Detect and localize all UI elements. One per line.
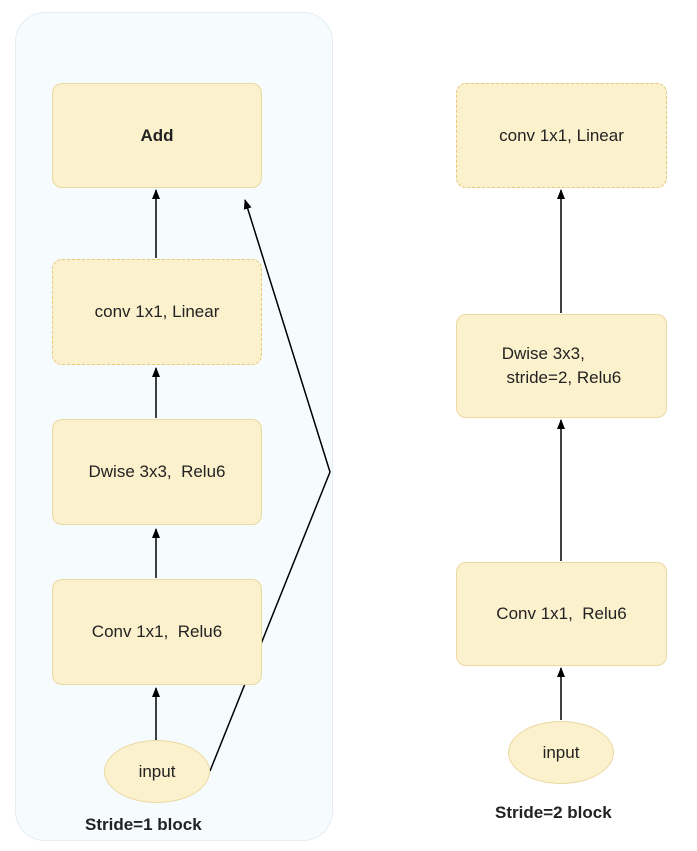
stride1-caption: Stride=1 block bbox=[85, 815, 202, 834]
stride2-conv1x1-linear-label: conv 1x1, Linear bbox=[499, 125, 624, 145]
conv1x1-relu6-label: Conv 1x1, Relu6 bbox=[91, 622, 223, 641]
stride2-conv1x1-relu6-node: Conv 1x1, Relu6 bbox=[456, 562, 667, 666]
stride2-dwise3x3-label: Dwise 3x3, stride=2, Relu6 bbox=[501, 344, 622, 387]
stride2-dwise3x3-node: Dwise 3x3, stride=2, Relu6 bbox=[456, 314, 667, 418]
dwise3x3-relu6-node: Dwise 3x3, Relu6 bbox=[52, 419, 262, 525]
dwise3x3-relu6-label: Dwise 3x3, Relu6 bbox=[88, 462, 226, 481]
conv1x1-linear-label: conv 1x1, Linear bbox=[94, 302, 220, 321]
stride2-conv1x1-relu6-label: Conv 1x1, Relu6 bbox=[496, 604, 627, 623]
stride2-input-node: input bbox=[508, 721, 614, 784]
input-node-label: input bbox=[138, 761, 176, 781]
stride2-input-node-label: input bbox=[542, 742, 580, 762]
add-node-label: Add bbox=[140, 125, 174, 145]
add-node: Add bbox=[52, 83, 262, 188]
stride2-caption: Stride=2 block bbox=[495, 803, 612, 822]
input-node: input bbox=[104, 740, 210, 803]
conv1x1-linear-node: conv 1x1, Linear bbox=[52, 259, 262, 365]
stride2-conv1x1-linear-node: conv 1x1, Linear bbox=[456, 83, 667, 188]
conv1x1-relu6-node: Conv 1x1, Relu6 bbox=[52, 579, 262, 685]
